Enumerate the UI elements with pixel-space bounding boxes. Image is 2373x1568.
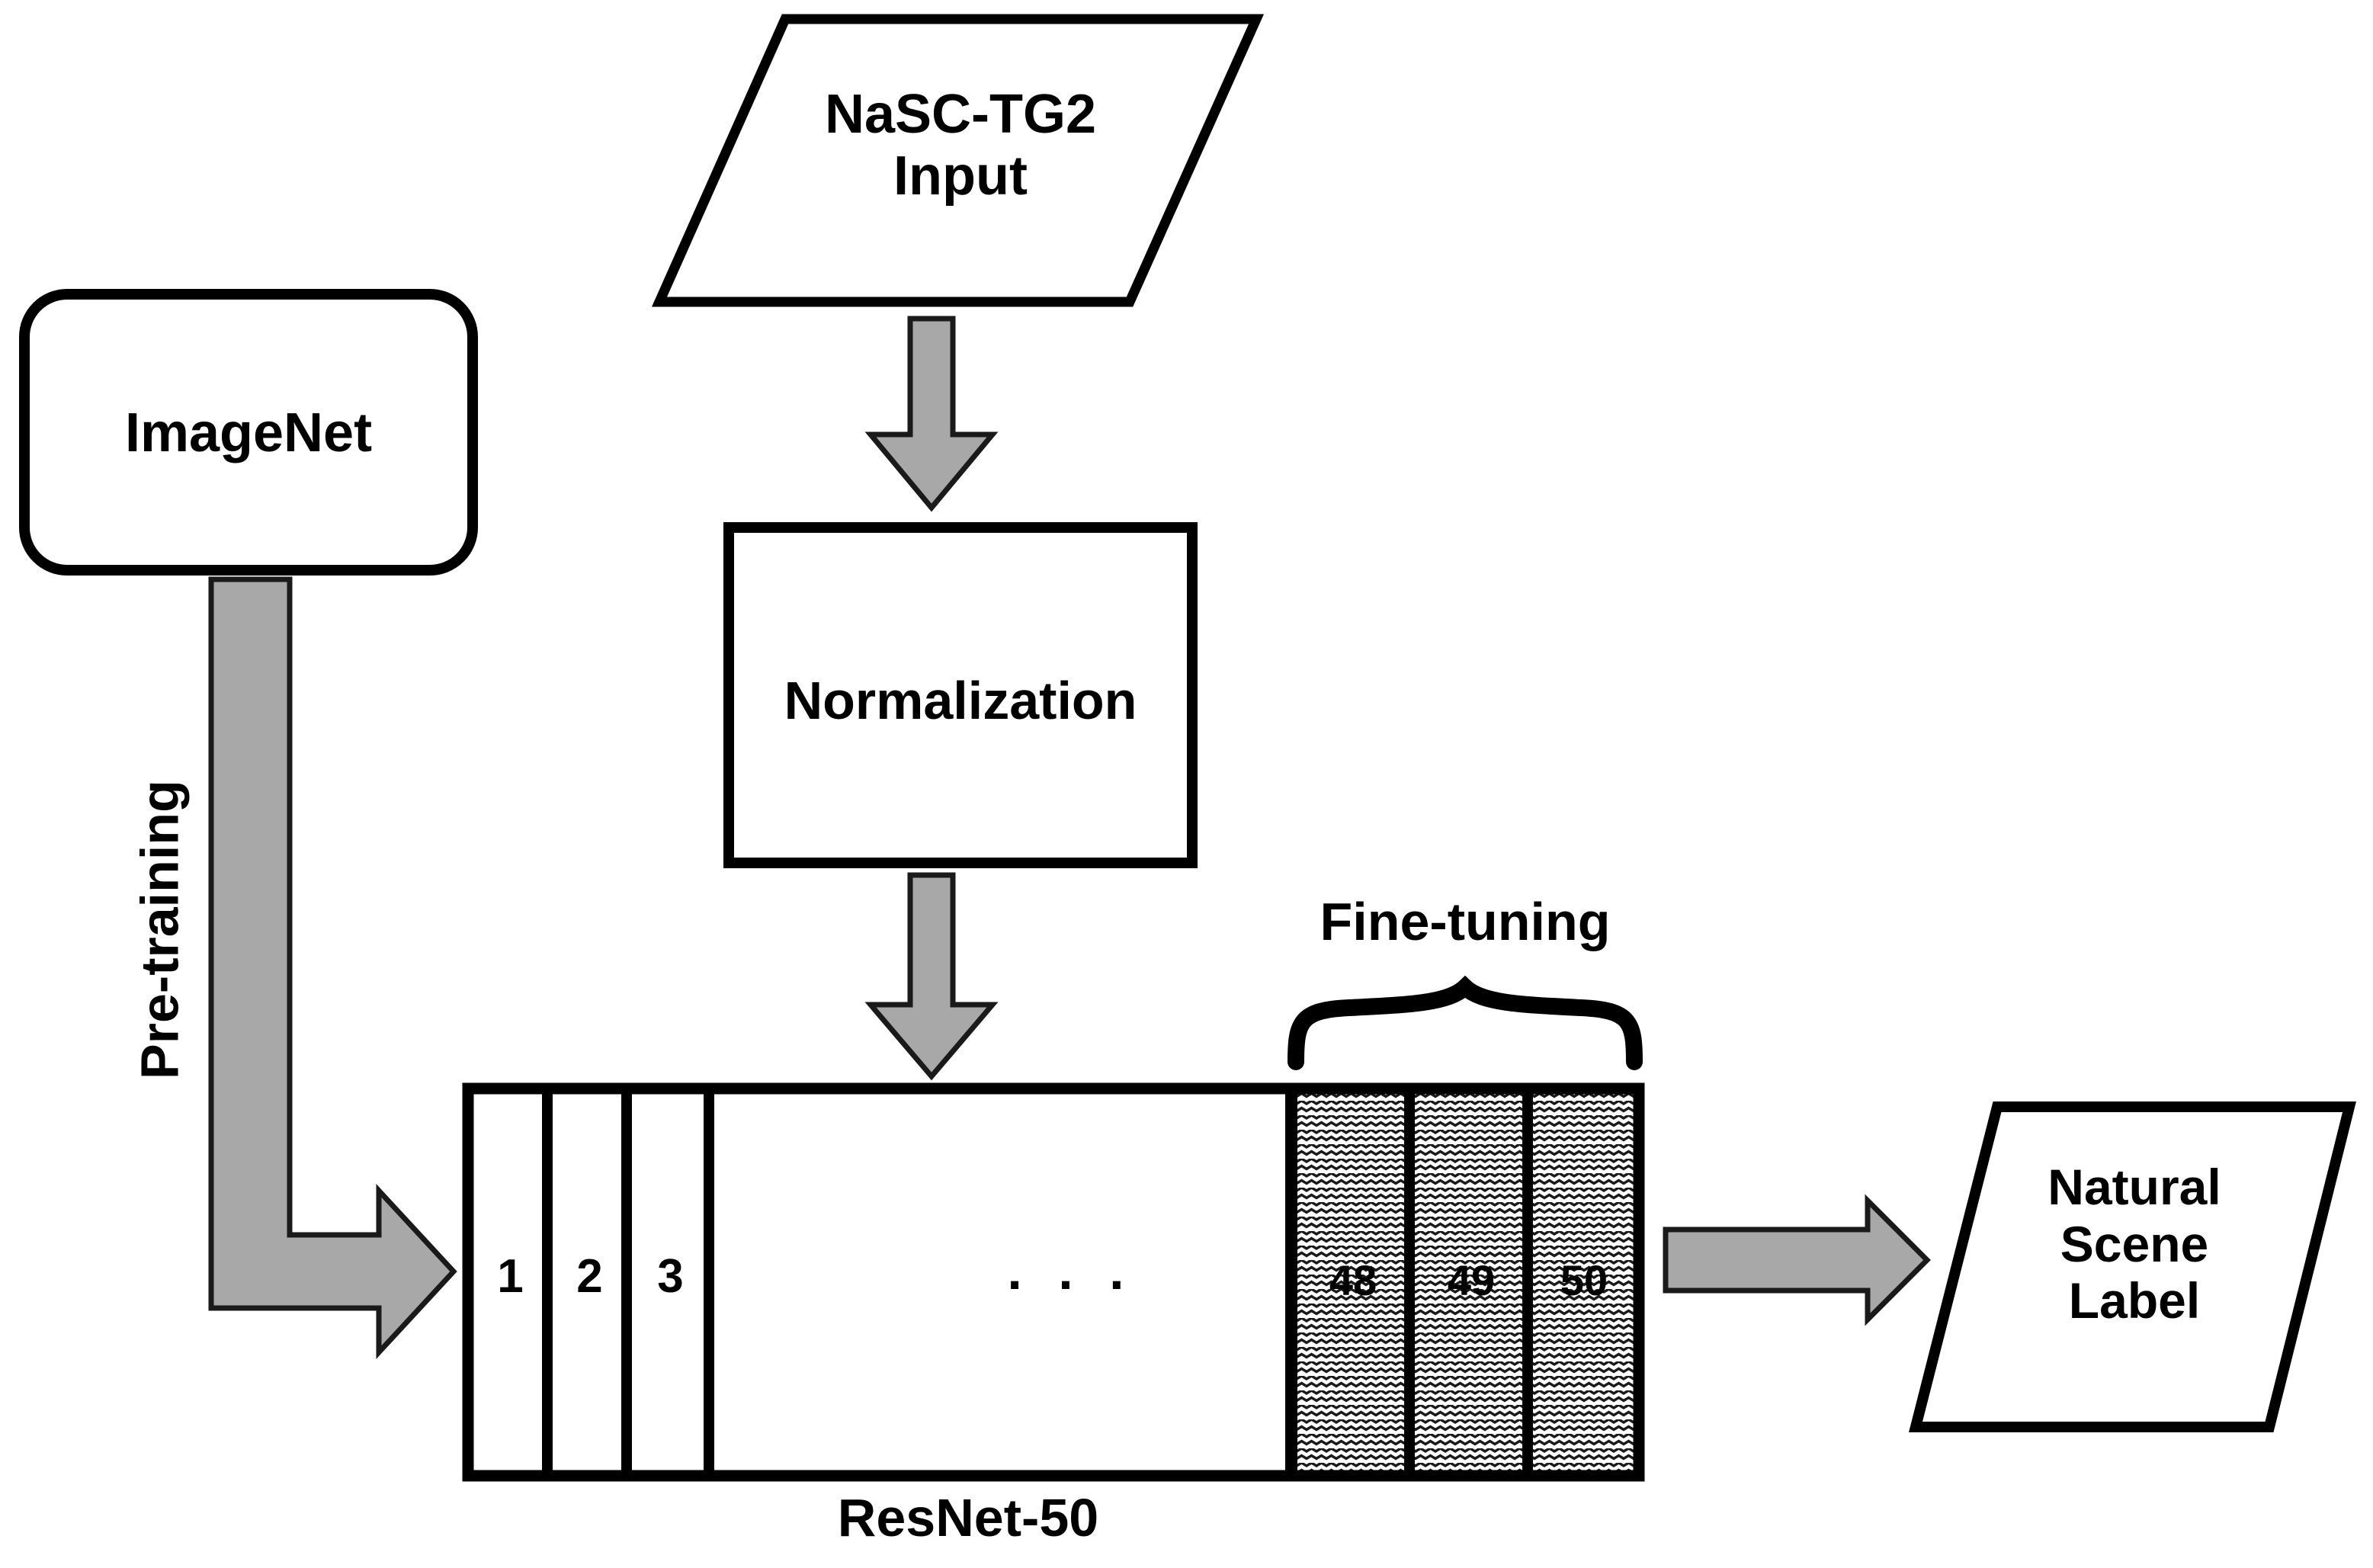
- layer-49-fill: [1414, 1094, 1522, 1470]
- normalization-shape: [723, 522, 1198, 868]
- fine-tuning-brace-label: Fine-tuning: [1320, 892, 1611, 951]
- resnet-block-frame-overlay: [462, 1082, 1645, 1482]
- input-dataset-shape: [651, 14, 1265, 307]
- pretraining-bent-arrow: [208, 576, 457, 1359]
- normalization-to-network-arrow: [864, 872, 999, 1081]
- normalization-label: Normalization: [784, 671, 1137, 730]
- layer-50-fill: [1532, 1094, 1635, 1470]
- input-dataset-label: NaSC-TG2 Input: [824, 84, 1097, 207]
- input-to-normalization-arrow: [864, 316, 999, 512]
- layer-1-label: 1: [497, 1250, 524, 1303]
- layer-48-label: 48: [1329, 1256, 1377, 1304]
- layer-3-label: 3: [657, 1250, 684, 1303]
- pretrain-dataset-shape: [19, 289, 478, 576]
- network-to-output-arrow: [1663, 1194, 1931, 1326]
- network-caption: ResNet-50: [837, 1488, 1099, 1547]
- layer-48-fill: [1296, 1094, 1404, 1470]
- output-label-text: Natural Scene Label: [2048, 1159, 2221, 1329]
- pretrain-dataset-label: ImageNet: [124, 402, 373, 463]
- output-label-shape: [1908, 1101, 2356, 1432]
- layer-50-label: 50: [1560, 1256, 1608, 1304]
- pretraining-edge-label: Pre-training: [130, 780, 190, 1079]
- layer-49-label: 49: [1447, 1256, 1496, 1304]
- layer-ellipsis: . . .: [1007, 1241, 1135, 1300]
- layer-2-label: 2: [576, 1250, 603, 1303]
- fine-tuning-brace: [1288, 975, 1643, 1070]
